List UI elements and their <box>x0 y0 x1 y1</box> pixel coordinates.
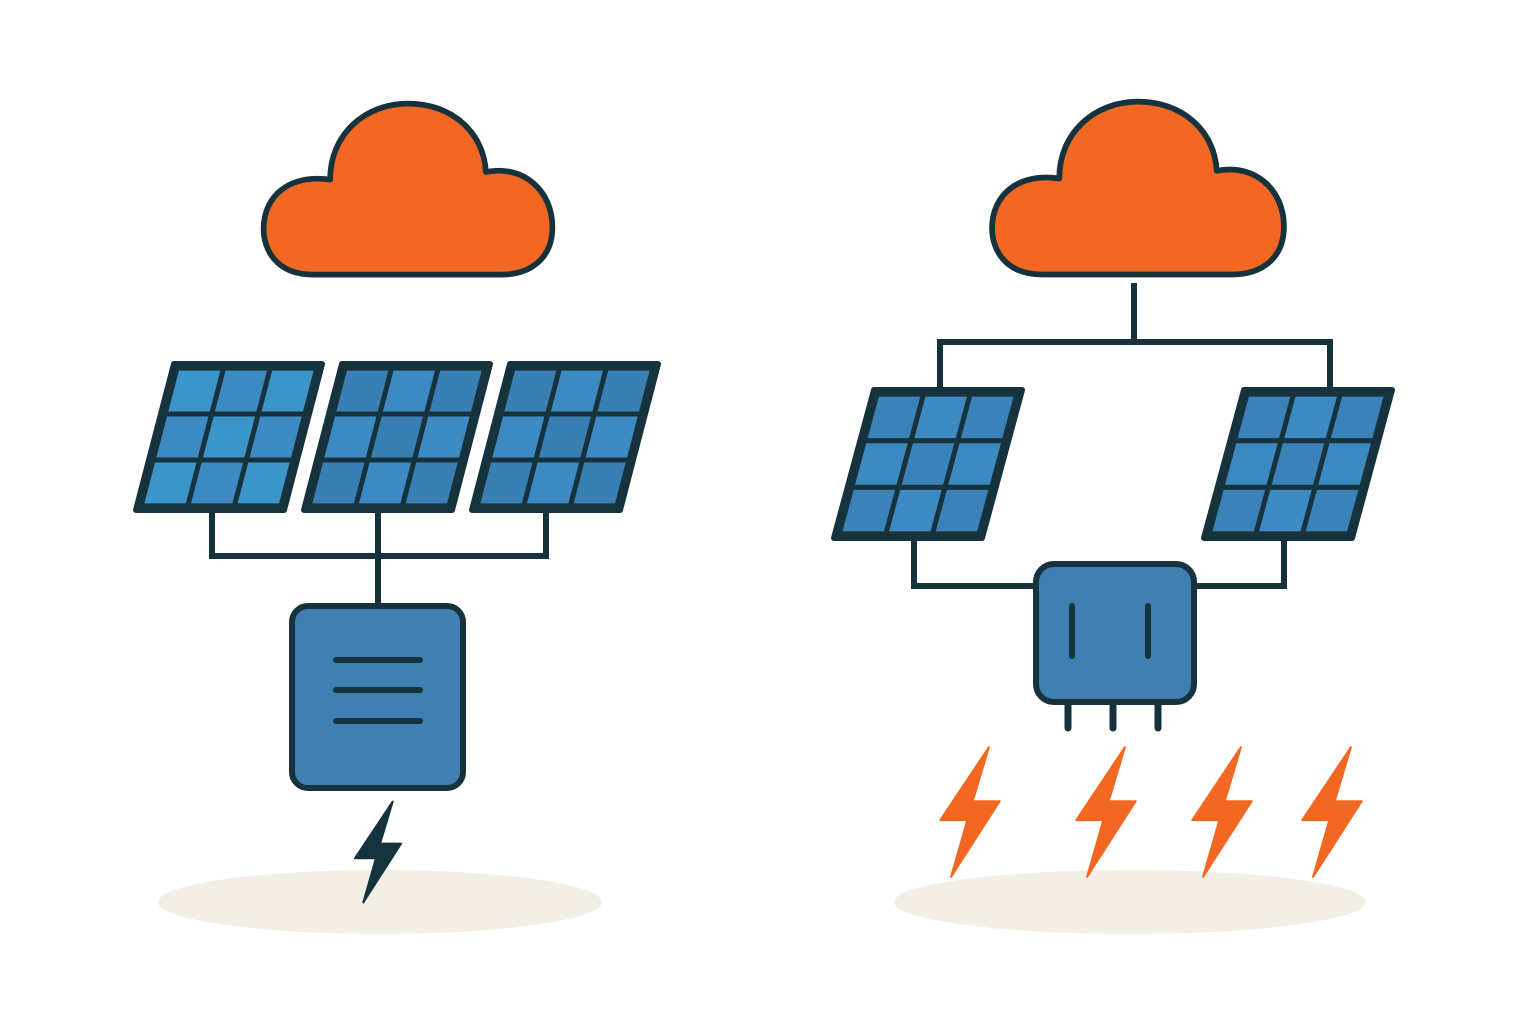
cloud-wiring <box>911 283 1333 589</box>
microinverter-icon <box>1033 561 1197 732</box>
lightning-bolt-icon <box>353 800 403 904</box>
solar-panel-icon <box>831 387 1025 541</box>
solar-panel-icon <box>301 361 493 513</box>
solar-cell <box>550 370 604 412</box>
right-system <box>831 102 1395 934</box>
solar-cell <box>168 370 221 412</box>
solar-cell <box>202 416 256 458</box>
cloud-icon <box>992 102 1284 275</box>
solar-cell <box>144 462 197 504</box>
solar-cell <box>405 462 458 504</box>
solar-cell <box>960 396 1014 439</box>
solar-cell <box>1271 443 1325 485</box>
solar-cell <box>867 396 921 439</box>
solar-cell <box>526 462 580 504</box>
solar-cell <box>914 396 967 439</box>
solar-panel-array <box>831 387 1395 541</box>
solar-cell <box>358 462 412 504</box>
solar-cell <box>573 462 626 504</box>
solar-cell <box>214 370 268 412</box>
solar-cell <box>1212 489 1266 532</box>
solar-cell <box>492 416 545 458</box>
left-system <box>133 104 661 934</box>
solar-cell <box>156 416 209 458</box>
solar-cell <box>585 416 638 458</box>
solar-cell <box>889 489 942 532</box>
output-bolts <box>939 746 1363 878</box>
solar-cell <box>1237 396 1291 439</box>
solar-cell <box>538 416 592 458</box>
solar-cell <box>1225 443 1278 485</box>
solar-cell <box>312 462 365 504</box>
solar-panel-icon <box>469 361 661 513</box>
solar-cell <box>1305 489 1359 532</box>
solar-cell <box>855 443 908 485</box>
solar-panel-icon <box>1201 387 1395 541</box>
central-inverter-icon <box>289 603 466 791</box>
solar-cell <box>336 370 389 412</box>
solar-cell <box>1284 396 1337 439</box>
solar-cell <box>324 416 377 458</box>
solar-cell <box>370 416 424 458</box>
solar-cell <box>382 370 436 412</box>
output-bolts <box>353 800 403 904</box>
panel-wiring <box>209 509 549 609</box>
solar-cell <box>249 416 302 458</box>
cloud-icon <box>264 104 553 275</box>
solar-cell <box>948 443 1001 485</box>
ground-shadow <box>158 870 602 934</box>
ground-shadow <box>894 870 1366 934</box>
solar-panel-icon <box>133 361 325 513</box>
lightning-bolt-icon <box>1075 746 1137 878</box>
solar-cell <box>597 370 650 412</box>
solar-cell <box>1330 396 1384 439</box>
solar-cell <box>480 462 533 504</box>
solar-panel-array <box>133 361 661 513</box>
solar-cell <box>417 416 470 458</box>
solar-cell <box>261 370 314 412</box>
solar-cell <box>901 443 955 485</box>
solar-cell <box>935 489 989 532</box>
lightning-bolt-icon <box>939 746 1001 878</box>
solar-cell <box>237 462 290 504</box>
solar-cell <box>1318 443 1371 485</box>
solar-cell <box>1259 489 1312 532</box>
solar-cell <box>842 489 896 532</box>
solar-cell <box>190 462 244 504</box>
lightning-bolt-icon <box>1191 746 1253 878</box>
solar-cell <box>429 370 482 412</box>
solar-cell <box>504 370 557 412</box>
lightning-bolt-icon <box>1301 746 1363 878</box>
